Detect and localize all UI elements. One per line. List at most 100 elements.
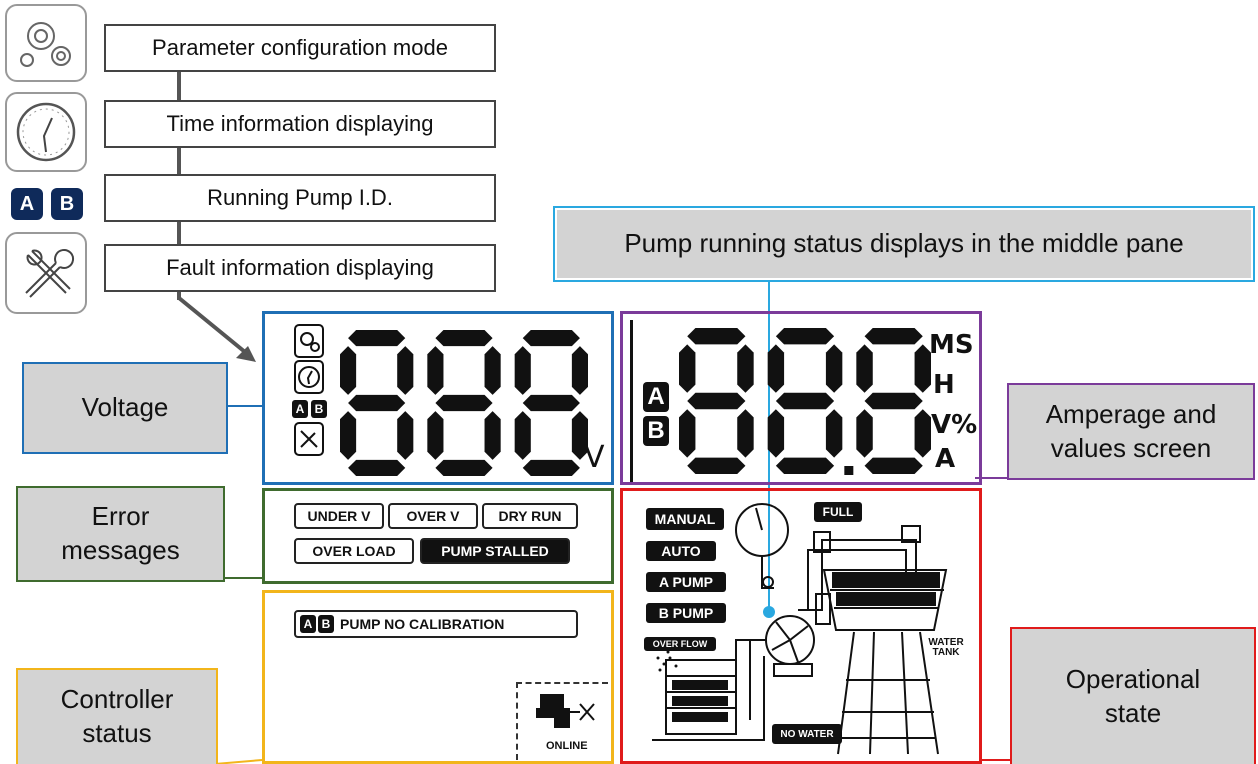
callout-label: Pump running status displays in the midd… [624,228,1184,259]
segment [737,409,754,458]
segment [571,346,588,395]
amperage-callout: Amperage and values screen [1007,383,1255,480]
amperage-digits [679,328,931,475]
error-under-v: UNDER V [294,503,384,529]
segment [514,411,531,460]
error-pump-stalled: PUMP STALLED [420,538,570,564]
unit-h: H [933,370,955,400]
gears-icon [5,4,87,82]
badge-a: A [300,615,316,633]
voltage-unit: V [584,440,605,475]
state-a-pump: A PUMP [646,572,726,592]
unit-vpct: V% [931,410,978,440]
callout-label: Amperage and values screen [1045,398,1217,463]
segment [435,394,493,412]
segment [825,344,843,393]
unit-ms: MS [929,330,974,360]
segment [427,346,444,395]
segment [864,328,923,345]
pump-system-diagram [652,503,948,755]
error-dry-run: DRY RUN [482,503,578,529]
error-callout: Error messages [16,486,225,582]
badge-b: B [51,188,83,220]
segment [522,330,580,347]
segment [484,411,501,460]
segment [767,409,785,458]
pump-id-b: B [643,416,669,446]
clock-small-icon [294,360,324,394]
state-auto: AUTO [646,541,716,561]
state-no-water: NO WATER [772,724,842,744]
segment [571,411,588,460]
no-calibration-tag: A B PUMP NO CALIBRATION [294,610,578,638]
segment [775,328,835,345]
segment [522,459,580,476]
error-over-load: OVER LOAD [294,538,414,564]
tools-small-icon [294,422,324,456]
callout-label: Error messages [61,501,180,565]
error-over-v: OVER V [388,503,478,529]
ab-small-icon: A B [292,400,327,418]
segment [348,394,406,412]
segment [687,328,746,345]
badge-b: B [311,400,327,418]
pump-status-frame [553,206,1255,282]
segment [397,411,414,460]
gear-small-icon [294,324,324,358]
clock-icon [5,92,87,172]
badge-b: B [318,615,334,633]
unit-a: A [935,444,956,474]
pump-running-callout: Pump running status displays in the midd… [557,210,1251,278]
callout-label: Operational state [1065,663,1201,728]
segment [679,344,696,393]
voltage-lcd: A B V [282,322,605,482]
state-b-pump: B PUMP [646,603,726,623]
pump-id-a: A [643,382,669,412]
segment [435,330,493,347]
segment [775,392,835,410]
voltage-frame [262,311,614,485]
segment [914,409,931,458]
segment [435,459,493,476]
segment [427,411,444,460]
operational-frame [620,488,982,764]
segment [856,409,873,458]
amperage-lcd: A B MS H V% A [630,320,978,482]
online-label: ONLINE [546,740,588,752]
ab-badge-icon: A B [11,188,83,220]
controller-callout: Controller status [16,668,218,764]
legend-running-pump: Running Pump I.D. [104,174,496,222]
callout-label: Voltage [81,392,169,423]
badge-a: A [292,400,308,418]
segment [484,346,501,395]
segment [397,346,414,395]
segment [348,330,406,347]
pump-ids: A B [643,382,669,446]
legend-label: Parameter configuration mode [152,35,448,60]
segment [737,344,754,393]
segment [687,392,746,410]
segment [348,459,406,476]
badge-a: A [11,188,43,220]
tools-icon [5,232,87,314]
segment [825,409,843,458]
state-manual: MANUAL [646,508,724,530]
legend-label: Time information displaying [166,111,434,136]
error-frame [262,488,614,584]
segment [856,344,873,393]
decimal-point [844,466,854,475]
segment [340,411,357,460]
voltage-digits [340,330,588,476]
controller-frame [262,590,614,764]
water-tank-label: WATER TANK [928,637,964,658]
segment [864,457,923,474]
segment [679,409,696,458]
voltage-callout: Voltage [22,362,228,454]
segment [340,346,357,395]
state-over-flow: OVER FLOW [644,637,716,651]
state-full: FULL [814,502,862,522]
operational-callout: Operational state [1010,627,1256,764]
no-calibration-label: PUMP NO CALIBRATION [340,616,505,632]
legend-label: Fault information displaying [166,255,434,280]
segment [522,394,580,412]
